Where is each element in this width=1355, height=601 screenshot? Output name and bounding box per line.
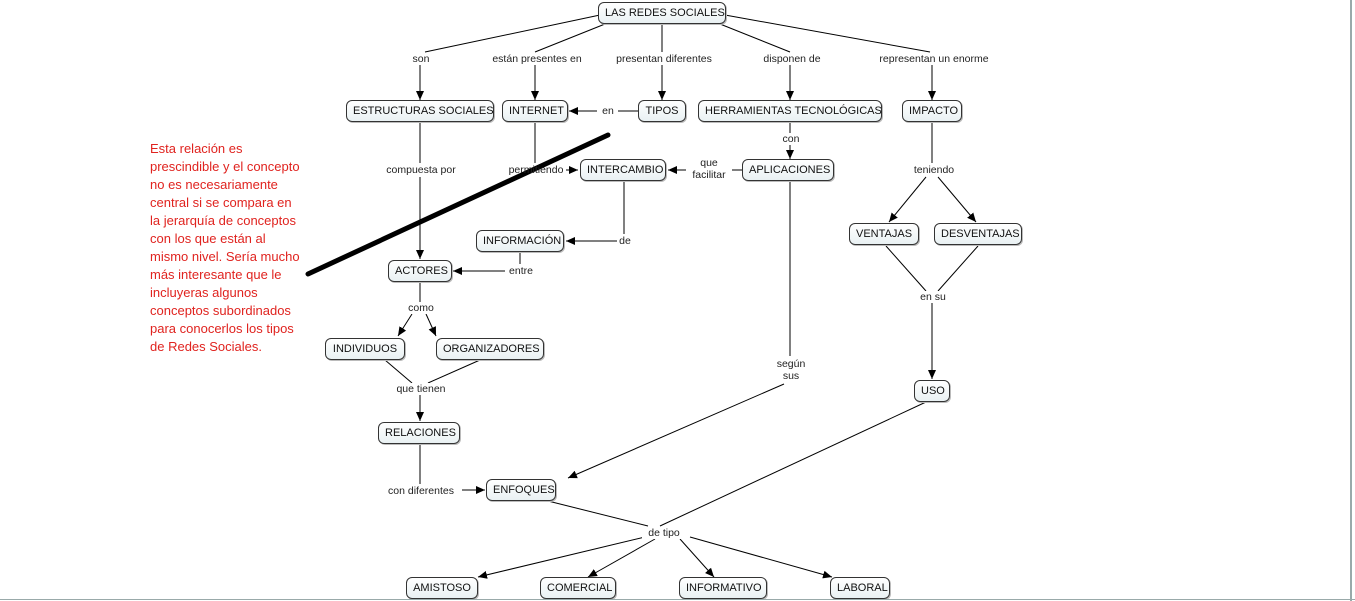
node-tipos[interactable]: TIPOS <box>638 100 686 122</box>
node-impacto[interactable]: IMPACTO <box>902 100 962 122</box>
node-relaciones[interactable]: RELACIONES <box>378 422 460 444</box>
node-comercial[interactable]: COMERCIAL <box>540 577 616 599</box>
node-desventajas[interactable]: DESVENTAJAS <box>934 223 1022 245</box>
link-teniendo: teniendo <box>906 164 962 176</box>
node-intercambio[interactable]: INTERCAMBIO <box>580 159 666 181</box>
node-informacion[interactable]: INFORMACIÓN <box>476 230 564 252</box>
link-que-facilitar: que facilitar <box>686 157 732 181</box>
link-que-tienen: que tienen <box>388 383 454 395</box>
link-de-tipo: de tipo <box>642 527 686 539</box>
node-herramientas-tecnologicas[interactable]: HERRAMIENTAS TECNOLÓGICAS <box>698 100 882 122</box>
node-estructuras-sociales[interactable]: ESTRUCTURAS SOCIALES <box>346 100 494 122</box>
link-en-su: en su <box>916 291 950 303</box>
node-ventajas[interactable]: VENTAJAS <box>849 223 919 245</box>
link-en: en <box>598 105 618 117</box>
review-comment-note: Esta relación es prescindible y el conce… <box>150 141 300 354</box>
node-internet[interactable]: INTERNET <box>502 100 568 122</box>
right-border <box>1350 0 1352 601</box>
node-enfoques[interactable]: ENFOQUES <box>486 479 556 501</box>
link-segun-sus: según sus <box>770 358 812 382</box>
node-informativo[interactable]: INFORMATIVO <box>679 577 767 599</box>
link-representan: representan un enorme <box>870 53 998 65</box>
link-disponen: disponen de <box>757 53 827 65</box>
node-las-redes-sociales[interactable]: LAS REDES SOCIALES <box>598 2 726 24</box>
node-individuos[interactable]: INDIVIDUOS <box>325 338 405 360</box>
node-amistoso[interactable]: AMISTOSO <box>406 577 478 599</box>
link-presentes: están presentes en <box>486 53 588 65</box>
link-presentan: presentan diferentes <box>607 53 721 65</box>
link-entre: entre <box>505 265 537 277</box>
link-con: con <box>778 133 804 145</box>
node-uso[interactable]: USO <box>914 380 950 402</box>
node-organizadores[interactable]: ORGANIZADORES <box>436 338 544 360</box>
link-compuesta: compuesta por <box>378 164 464 176</box>
link-permitiendo: permitiendo <box>508 164 564 176</box>
link-de: de <box>617 235 633 247</box>
bottom-border <box>0 599 1355 600</box>
node-aplicaciones[interactable]: APLICACIONES <box>742 159 834 181</box>
strike-through-line <box>305 132 611 277</box>
link-como: como <box>403 302 439 314</box>
link-son: son <box>408 53 434 65</box>
node-actores[interactable]: ACTORES <box>388 260 452 282</box>
node-laboral[interactable]: LABORAL <box>830 577 890 599</box>
link-con-diferentes: con diferentes <box>380 485 462 497</box>
